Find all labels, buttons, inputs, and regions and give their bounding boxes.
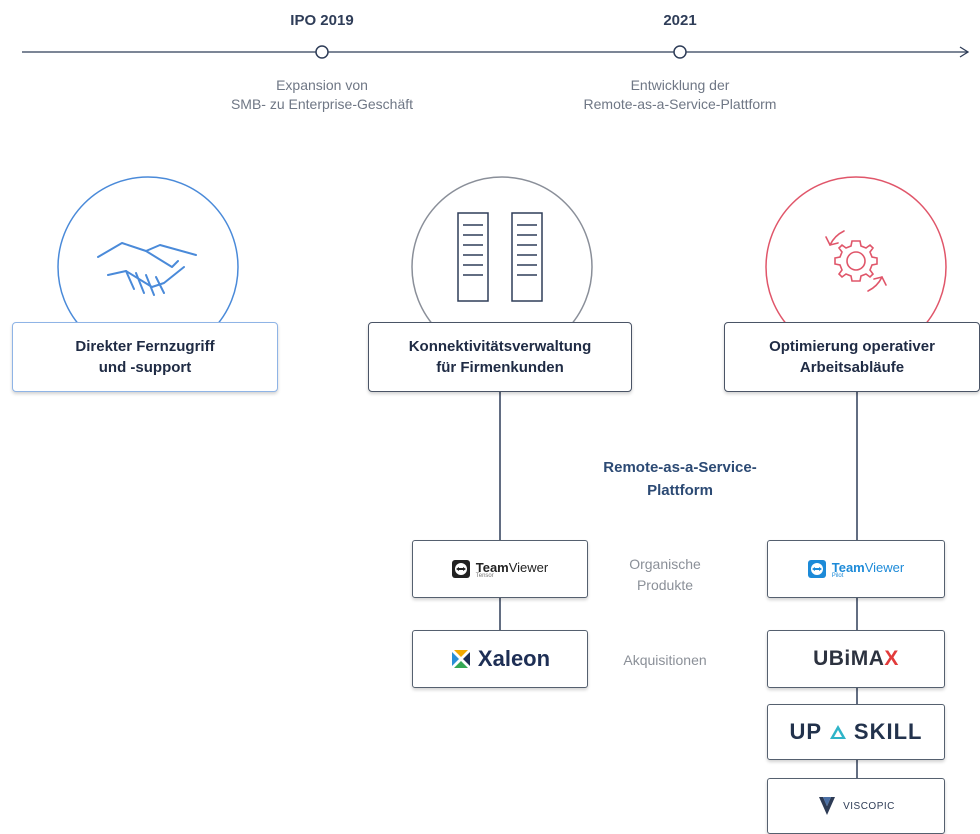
milestone-2021-description-line1: Entwicklung der xyxy=(630,77,730,93)
upskill-wordmark: UP SKILL xyxy=(790,719,923,745)
milestone-ipo-description-line2: SMB- zu Enterprise-Geschäft xyxy=(230,96,414,112)
viscopic-logo: VISCOPIC xyxy=(767,778,945,834)
pillar-connectivity-card: Konnektivitätsverwaltung für Firmenkunde… xyxy=(368,322,632,392)
gear-cycle-icon xyxy=(825,230,887,292)
pillar-workflow-card: Optimierung operativer Arbeitsabläufe xyxy=(724,322,980,392)
milestone-2021-dot xyxy=(673,45,687,59)
teamviewer-pilot-rest: Viewer xyxy=(864,559,905,575)
pillar-remote-access-line1: Direkter Fernzugriff xyxy=(75,338,215,355)
pillar-remote-access-card: Direkter Fernzugriff und -support xyxy=(12,322,278,392)
platform-label: Remote-as-a-Service- Plattform xyxy=(540,456,820,502)
milestone-2021-description-line2: Remote-as-a-Service-Plattform xyxy=(583,96,777,112)
teamviewer-tensor-sub: Tensor xyxy=(475,572,494,579)
timeline xyxy=(22,45,970,59)
ubimax-part1: UBiMA xyxy=(813,647,885,670)
teamviewer-tensor-icon xyxy=(451,560,470,578)
handshake-icon xyxy=(97,242,197,296)
ubimax-wordmark: UBiMAX xyxy=(813,647,899,671)
teamviewer-pilot-sub: Pilot xyxy=(831,572,844,579)
upskill-part2: SKILL xyxy=(853,719,923,744)
viscopic-icon xyxy=(819,797,836,815)
ubimax-logo: UBiMAX xyxy=(767,630,945,688)
teamviewer-pilot-logo: TeamViewer Pilot xyxy=(767,540,945,598)
upskill-triangle-icon xyxy=(829,725,846,739)
pillar-connectivity-line2: für Firmenkunden xyxy=(436,359,564,376)
ubimax-part2: X xyxy=(884,647,899,670)
teamviewer-tensor-logo: TeamViewer Tensor xyxy=(412,540,588,598)
xaleon-icon xyxy=(451,650,470,668)
milestone-2021-description: Entwicklung der Remote-as-a-Service-Plat… xyxy=(530,76,830,114)
organic-products-line1: Organische xyxy=(629,556,701,572)
teamviewer-pilot-wordmark: TeamViewer Pilot xyxy=(832,560,905,579)
teamviewer-tensor-wordmark: TeamViewer Tensor xyxy=(476,560,549,579)
acquisitions-label: Akquisitionen xyxy=(623,652,707,668)
milestone-ipo-year: IPO 2019 xyxy=(290,12,354,29)
organic-products-line2: Produkte xyxy=(636,577,694,593)
xaleon-wordmark: Xaleon xyxy=(477,646,551,671)
teamviewer-tensor-bold: Team xyxy=(475,559,509,575)
platform-label-line2: Plattform xyxy=(647,482,713,499)
pillar-remote-access-line2: und -support xyxy=(98,359,192,376)
milestone-ipo-dot xyxy=(315,45,329,59)
milestone-ipo-description: Expansion von SMB- zu Enterprise-Geschäf… xyxy=(172,76,472,114)
server-racks-icon xyxy=(457,212,543,302)
milestone-ipo-description-line1: Expansion von xyxy=(276,77,368,93)
teamviewer-pilot-icon xyxy=(807,560,826,578)
pillar-workflow-line1: Optimierung operativer xyxy=(769,338,935,355)
pillar-connectivity-line1: Konnektivitätsverwaltung xyxy=(408,338,592,355)
pillar-workflow-line2: Arbeitsabläufe xyxy=(799,359,905,376)
platform-label-line1: Remote-as-a-Service- xyxy=(603,459,757,476)
upskill-logo: UP SKILL xyxy=(767,704,945,760)
teamviewer-pilot-bold: Team xyxy=(831,559,865,575)
xaleon-logo: Xaleon xyxy=(412,630,588,688)
milestone-2021-year: 2021 xyxy=(663,12,697,29)
viscopic-wordmark: VISCOPIC xyxy=(843,800,895,812)
teamviewer-tensor-rest: Viewer xyxy=(508,559,549,575)
upskill-part1: UP xyxy=(789,719,822,744)
organic-products-label: Organische Produkte xyxy=(600,554,730,596)
